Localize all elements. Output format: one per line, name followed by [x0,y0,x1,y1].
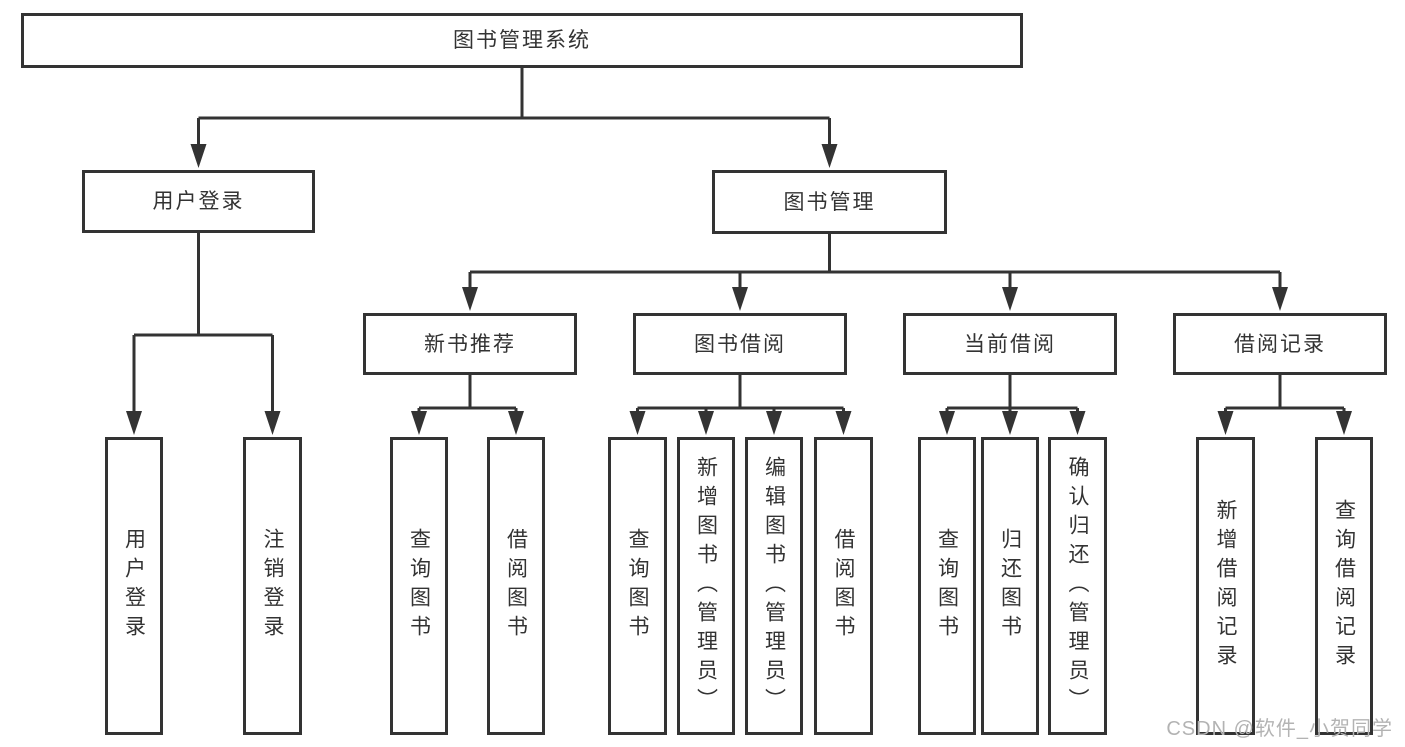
leaf-confirm-return-admin: 确认归还（管理员） [1048,437,1107,735]
connector-paths [132,68,1346,419]
leaf-add-borrow-record: 新增借阅记录 [1196,437,1255,735]
leaf-borrow-books-recommend: 借阅图书 [487,437,545,735]
csdn-watermark: CSDN @软件_小贺同学 [1166,718,1393,740]
node-book-borrowing: 图书借阅 [633,313,847,375]
node-book-management: 图书管理 [712,170,947,234]
node-borrowing-records: 借阅记录 [1173,313,1387,375]
leaf-add-books-admin: 新增图书（管理员） [677,437,735,735]
leaf-borrow-books-borrowing: 借阅图书 [814,437,873,735]
node-user-login: 用户登录 [82,170,315,233]
leaf-query-books-borrowing: 查询图书 [608,437,667,735]
leaf-query-books-current: 查询图书 [918,437,976,735]
leaf-user-login: 用户登录 [105,437,163,735]
node-current-borrowing: 当前借阅 [903,313,1117,375]
leaf-query-books-recommend: 查询图书 [390,437,448,735]
leaf-edit-books-admin: 编辑图书（管理员） [745,437,803,735]
leaf-logout: 注销登录 [243,437,302,735]
node-new-book-recommend: 新书推荐 [363,313,577,375]
leaf-return-books: 归还图书 [981,437,1039,735]
leaf-query-borrow-record: 查询借阅记录 [1315,437,1373,735]
node-root: 图书管理系统 [21,13,1023,68]
